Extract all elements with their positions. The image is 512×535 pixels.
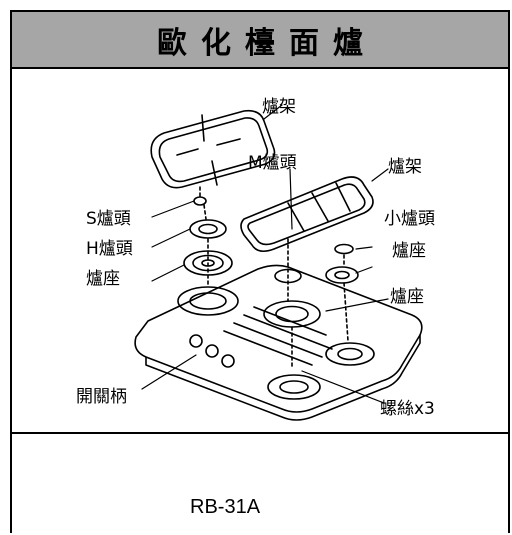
title-bar: 歐化檯面爐 — [12, 12, 508, 69]
label-burner-seat-right: 爐座 — [390, 287, 424, 307]
h-burner-head — [189, 219, 227, 239]
leader-lines — [141, 104, 389, 404]
diagram-frame: 歐化檯面爐 — [10, 10, 510, 533]
label-knob: 開關柄 — [76, 387, 127, 407]
label-burner-seat-right-top: 爐座 — [392, 241, 426, 261]
page-title: 歐化檯面爐 — [157, 25, 377, 61]
right-burner-rack — [240, 176, 374, 253]
label-h-burner-head: H爐頭 — [86, 239, 133, 259]
stove-drawing — [134, 104, 423, 421]
label-small-burner-head: 小爐頭 — [384, 209, 435, 229]
left-burner-rack — [150, 109, 276, 189]
label-burner-rack-right: 爐架 — [388, 157, 422, 177]
s-burner-cap — [193, 196, 207, 206]
right-top-burner-seat — [325, 266, 359, 284]
model-number: RB-31A — [190, 496, 261, 518]
label-burner-seat-left: 爐座 — [86, 269, 120, 289]
model-area: RB-31A — [12, 434, 508, 535]
label-screw: 螺絲x3 — [380, 399, 435, 419]
stove-body — [134, 264, 423, 421]
label-m-burner-head: M爐頭 — [248, 153, 297, 173]
exploded-diagram: 爐架 M爐頭 爐架 S爐頭 小爐頭 H爐頭 爐座 爐座 爐座 開關柄 螺絲x3 — [12, 69, 508, 434]
assembly-lines — [199, 186, 349, 370]
small-burner-cap — [334, 243, 354, 255]
label-s-burner-head: S爐頭 — [86, 209, 131, 229]
label-burner-rack-left: 爐架 — [262, 97, 296, 117]
